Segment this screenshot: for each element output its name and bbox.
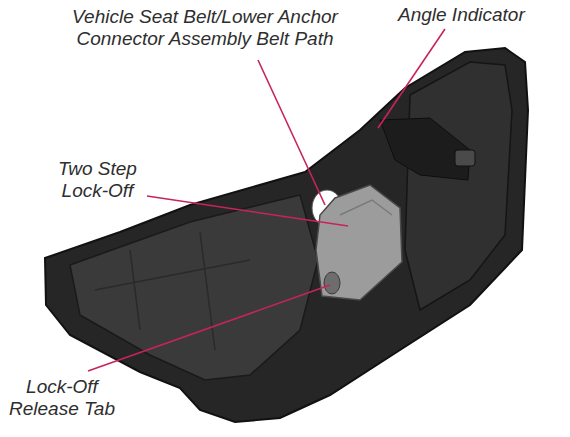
base-tray [70,195,318,380]
release-tab [324,272,340,294]
part-label: Vehicle Seat Belt/Lower Anchor Connector… [40,6,370,50]
tray-ribs [95,232,250,350]
angle-indicator-window [455,150,475,166]
leader-line [378,29,445,128]
part-label: Two Step Lock-Off [50,158,145,202]
part-label: Lock-Off Release Tab [4,376,120,420]
base-shell [45,48,528,422]
leader-line [88,285,330,371]
leader-line [147,196,348,226]
base-back [405,62,512,310]
belt-slot [380,118,470,180]
part-label: Angle Indicator [398,4,525,26]
leader-line [258,60,325,205]
lock-off-detail [340,200,392,215]
lock-off [316,185,402,300]
